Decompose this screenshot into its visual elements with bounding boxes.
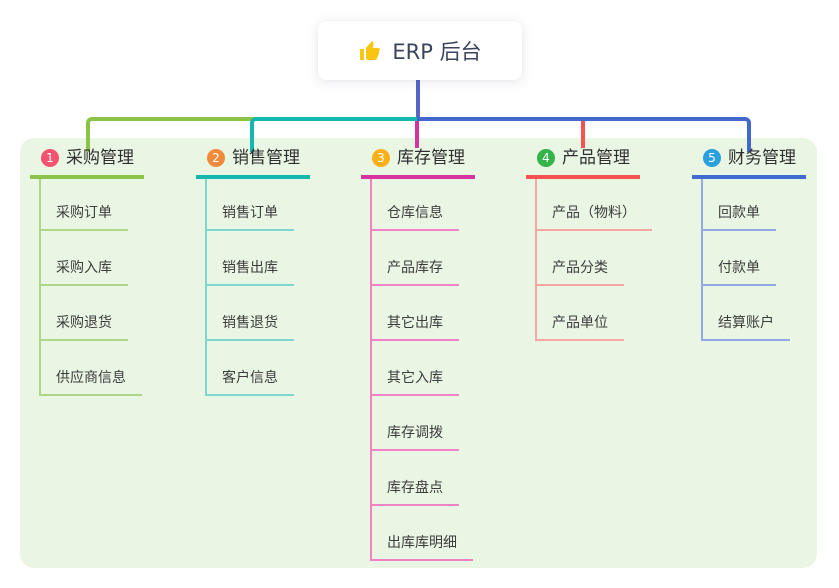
branch-children-line [535,179,537,341]
branch-title-label: 销售管理 [232,148,300,168]
child-node[interactable]: 产品分类 [535,258,624,286]
branch-title-label: 库存管理 [397,148,465,168]
branch-title-label: 财务管理 [728,148,796,168]
branch-node-product[interactable]: 4 产品管理 [526,148,640,179]
connector-branch-inventory [415,121,419,148]
child-node[interactable]: 采购入库 [39,258,128,286]
branch-children-line [205,179,207,396]
branch-children-line [701,179,703,341]
branch-children-line [370,179,372,561]
branch-index-badge: 4 [537,149,555,167]
branch-index-badge: 3 [372,149,390,167]
branch-index-badge: 5 [703,149,721,167]
branch-children-line [39,179,41,396]
branch-index-badge: 2 [207,149,225,167]
child-node[interactable]: 仓库信息 [370,203,459,231]
child-node[interactable]: 销售出库 [205,258,294,286]
branch-node-finance[interactable]: 5 财务管理 [692,148,806,179]
child-node[interactable]: 库存盘点 [370,478,459,506]
child-node[interactable]: 产品库存 [370,258,459,286]
child-node[interactable]: 回款单 [701,203,776,231]
child-node[interactable]: 销售退货 [205,313,294,341]
thumbs-up-icon [358,39,382,63]
child-node[interactable]: 产品单位 [535,313,624,341]
child-node[interactable]: 库存调拨 [370,423,459,451]
connector-branch-finance [417,117,751,152]
connector-root-drop [416,80,420,118]
branch-node-purchase[interactable]: 1 采购管理 [30,148,144,179]
branch-title-label: 产品管理 [562,148,630,168]
connector-branch-sales [250,117,421,152]
connector-branch-purchase [86,117,256,152]
child-node[interactable]: 供应商信息 [39,368,142,396]
branch-node-inventory[interactable]: 3 库存管理 [361,148,475,179]
branch-index-badge: 1 [41,149,59,167]
child-node[interactable]: 产品（物料） [535,203,652,231]
root-node-label: ERP 后台 [392,39,482,64]
child-node[interactable]: 付款单 [701,258,776,286]
child-node[interactable]: 出库库明细 [370,533,473,561]
child-node[interactable]: 其它出库 [370,313,459,341]
root-node[interactable]: ERP 后台 [318,21,522,80]
branch-node-sales[interactable]: 2 销售管理 [196,148,310,179]
child-node[interactable]: 其它入库 [370,368,459,396]
connector-branch-product [581,121,585,148]
child-node[interactable]: 客户信息 [205,368,294,396]
branches-panel [20,138,817,568]
branch-title-label: 采购管理 [66,148,134,168]
child-node[interactable]: 采购订单 [39,203,128,231]
child-node[interactable]: 销售订单 [205,203,294,231]
child-node[interactable]: 结算账户 [701,313,790,341]
child-node[interactable]: 采购退货 [39,313,128,341]
